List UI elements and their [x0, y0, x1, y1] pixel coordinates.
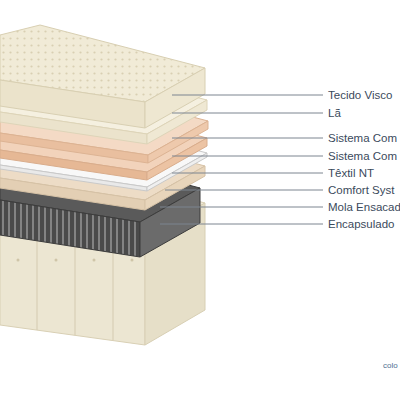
leader-line	[172, 95, 323, 96]
leader-line	[160, 207, 323, 208]
leader-line	[165, 190, 323, 191]
leader-line	[172, 113, 323, 114]
part-label: Sistema Com	[328, 131, 397, 145]
part-label: Sistema Com	[328, 149, 397, 163]
part-label: Mola Ensacad	[328, 200, 400, 214]
leader-line	[160, 224, 323, 225]
part-label: Comfort Syst	[328, 183, 394, 197]
part-label: Tecido Visco	[328, 88, 392, 102]
leader-line	[172, 173, 323, 174]
leader-line	[172, 156, 323, 157]
leader-line	[172, 138, 323, 139]
part-label: Têxtil NT	[328, 166, 374, 180]
leader-lines	[160, 95, 323, 224]
part-label: Lã	[328, 106, 341, 120]
watermark: colo	[383, 359, 398, 373]
part-label: Encapsulado	[328, 217, 395, 231]
